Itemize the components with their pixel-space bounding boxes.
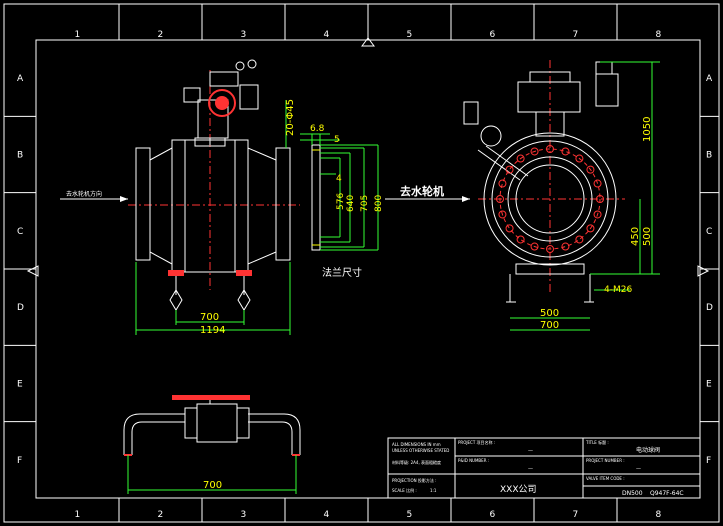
side-dim-500: 500 [642,227,653,246]
bolt-hole [593,210,602,219]
tb-header-left2: UNLESS OTHERWISE STATED [392,448,449,453]
grid-row-label: B [17,151,23,161]
grid-col-label: 3 [241,510,247,520]
bolt-hole [575,154,584,163]
grid-col-label: 4 [324,30,330,40]
tb-pid-value: — [528,466,533,472]
front-flow-label: 去水轮机方向 [66,190,102,198]
tb-header-left: ALL DIMENSIONS IN mm [392,442,441,447]
flange-title: 法兰尺寸 [322,266,362,279]
grid-col-label: 6 [490,510,496,520]
side-dim-anchor: 4-M26 [604,285,632,295]
plan-view [123,395,301,494]
grid-col-label: 6 [490,30,496,40]
flange-dim-4: 640 [346,195,356,212]
bolt-hole [546,245,554,253]
flange-dim-6: 800 [374,195,384,212]
bolt-hole [498,179,507,188]
bolt-hole [530,147,539,156]
tb-spec-label: PROJECT NUMBER : [586,458,625,463]
tb-spec-value: — [636,466,641,472]
front-dim-700: 700 [200,312,219,323]
grid-col-label: 5 [407,30,413,40]
side-flow-label: 去水轮机 [400,184,444,198]
tb-title-value: 电动球阀 [636,446,660,454]
tb-scale-value: 1:1 [430,488,437,493]
bolt-hole [593,179,602,188]
grid-col-label: 7 [573,30,579,40]
grid-col-label: 8 [656,510,662,520]
bolt-hole [561,147,570,156]
grid-row-label: C [17,227,23,237]
grid-col-label: 5 [407,510,413,520]
bolt-hole [498,210,507,219]
side-view [463,60,660,331]
grid-col-label: 7 [573,510,579,520]
front-dim-1194: 1194 [200,325,225,336]
tb-pid-label: P&ID NUMBER : [458,458,489,463]
tb-project-value: — [528,448,533,454]
bolt-hole [546,145,554,153]
tb-tag-value2: Q947F-64C [650,490,684,497]
grid-col-label: 1 [75,30,81,40]
grid-row-label: B [706,151,712,161]
tb-projection-label: PROJECTION 投影方法 : [392,477,437,483]
center-mark-top [361,37,375,47]
flange-dim-0: 6.8 [310,124,325,134]
side-dim-1050: 1050 [642,117,653,142]
plan-dim-700: 700 [203,480,222,491]
flange-dim-3: 576 [336,193,346,210]
grid-row-label: F [706,456,711,466]
grid-row-label: C [706,227,712,237]
flange-dim-1: 5 [334,135,340,145]
grid-col-label: 3 [241,30,247,40]
side-dim-base-inner: 500 [540,308,559,319]
grid-col-label: 2 [158,510,164,520]
center-mark-left [26,265,39,277]
flange-dim-5: 705 [360,195,370,212]
grid-row-label: F [17,456,22,466]
bolt-hole [575,235,584,244]
title-block [387,437,701,499]
bolt-hole [530,242,539,251]
bolt-hole [516,235,525,244]
bolt-hole [505,165,514,174]
grid-row-label: E [17,380,23,390]
grid-col-label: 2 [158,30,164,40]
grid-col-label: 4 [324,510,330,520]
side-dim-450: 450 [630,227,641,246]
tb-project-label: PROJECT 项目名称 : [458,439,495,445]
tb-tag-value1: DN500 [622,490,643,497]
bolt-hole [505,224,514,233]
bolt-hole [561,242,570,251]
outer-border [3,3,720,523]
grid-row-label: A [706,74,713,84]
grid-row-label: D [17,303,24,313]
grid-top: 1 1 2 2 3 3 4 4 5 5 6 6 7 7 8 8 [75,4,662,522]
center-mark-right [697,265,710,277]
tb-company: XXX公司 [500,484,537,495]
side-dim-base-outer: 700 [540,320,559,331]
tb-scale-label: SCALE 比例 : [392,487,417,493]
grid-row-label: A [17,74,24,84]
grid-col-label: 1 [75,510,81,520]
tb-material-row: 材料等级: 2A4, 表面粗糙度 [392,459,441,465]
bolt-hole [496,195,504,203]
flange-dim-2: 4 [336,174,342,184]
bolt-hole [596,195,604,203]
grid-col-label: 8 [656,30,662,40]
front-view [60,59,300,335]
front-bolt-dim: 20-Φ45 [285,99,296,136]
tb-title-label: TITLE 标题 : [585,439,609,445]
flange-detail [300,133,379,251]
tb-tag-label: VALVE ITEM CODE : [586,476,625,481]
bolt-hole [586,224,595,233]
bolt-hole [516,154,525,163]
flow-arrow-head [462,196,470,202]
grid-row-label: D [706,303,713,313]
bolt-hole [586,165,595,174]
grid-left: A A B B C C D D E E F F [4,74,719,466]
grid-row-label: E [706,380,712,390]
